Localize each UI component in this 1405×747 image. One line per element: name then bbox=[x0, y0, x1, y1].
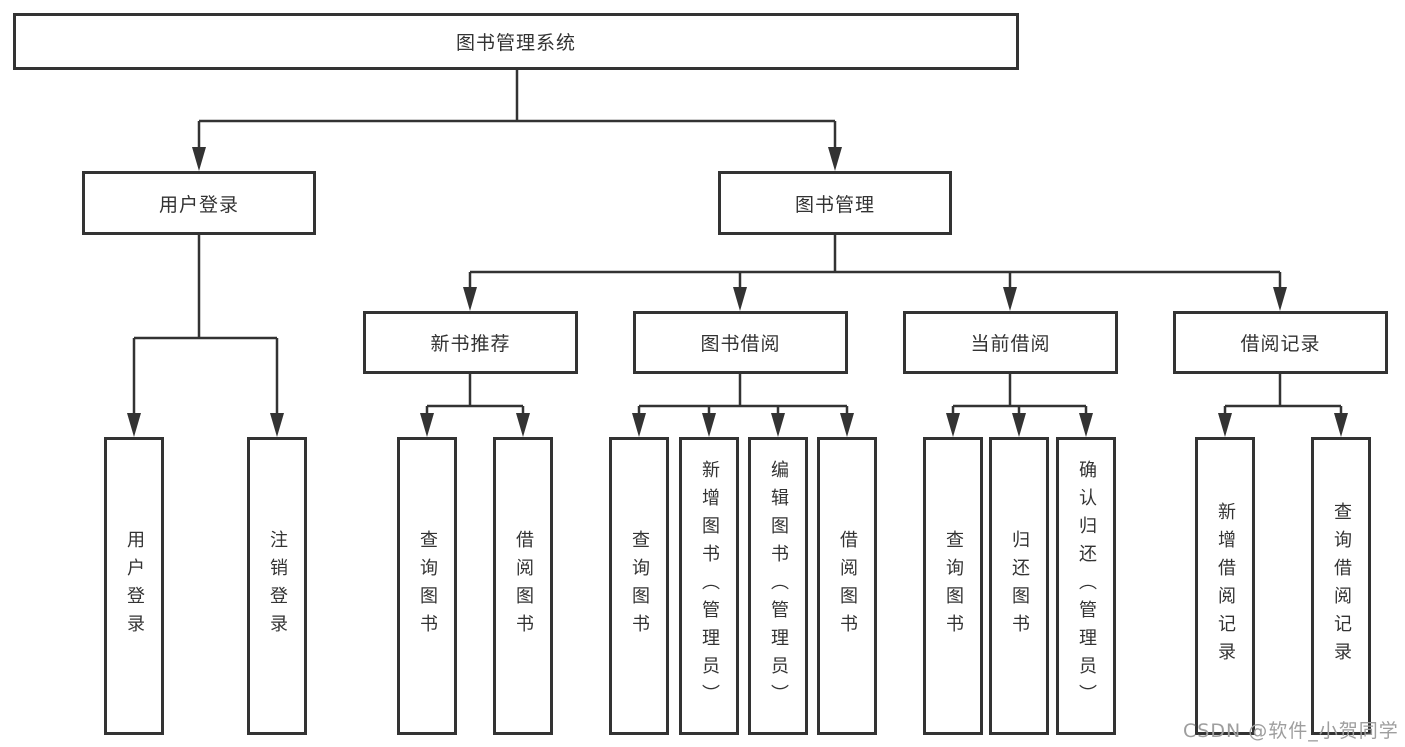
leaf-current-query-books-label: 查询图书 bbox=[943, 530, 964, 642]
leaf-borrow-query-books: 查询图书 bbox=[609, 437, 669, 735]
node-book-borrow: 图书借阅 bbox=[633, 311, 848, 374]
leaf-return-books: 归还图书 bbox=[989, 437, 1049, 735]
node-user-login: 用户登录 bbox=[82, 171, 316, 235]
leaf-return-books-label: 归还图书 bbox=[1009, 530, 1030, 642]
leaf-recommend-query-books: 查询图书 bbox=[397, 437, 457, 735]
leaf-query-borrow-record-label: 查询借阅记录 bbox=[1331, 502, 1352, 670]
node-book-management: 图书管理 bbox=[718, 171, 952, 235]
leaf-borrow-books: 借阅图书 bbox=[817, 437, 877, 735]
leaf-add-borrow-record-label: 新增借阅记录 bbox=[1215, 502, 1236, 670]
leaf-borrow-books-label: 借阅图书 bbox=[837, 530, 858, 642]
node-root-label: 图书管理系统 bbox=[455, 32, 576, 54]
node-book-borrow-label: 图书借阅 bbox=[700, 333, 781, 355]
node-borrow-records-label: 借阅记录 bbox=[1240, 333, 1321, 355]
node-borrow-records: 借阅记录 bbox=[1173, 311, 1388, 374]
leaf-edit-books-admin-label: 编辑图书（管理员） bbox=[768, 460, 789, 712]
leaf-add-books-admin: 新增图书（管理员） bbox=[679, 437, 739, 735]
node-book-management-label: 图书管理 bbox=[794, 193, 875, 216]
leaf-confirm-return-admin-label: 确认归还（管理员） bbox=[1076, 460, 1097, 712]
tree-edges bbox=[132, 68, 1343, 414]
node-current-borrow-label: 当前借阅 bbox=[970, 333, 1051, 355]
leaf-query-borrow-record: 查询借阅记录 bbox=[1311, 437, 1371, 735]
node-user-login-label: 用户登录 bbox=[158, 193, 239, 216]
leaf-recommend-borrow-books: 借阅图书 bbox=[493, 437, 553, 735]
leaf-user-login-label: 用户登录 bbox=[124, 530, 145, 642]
leaf-borrow-query-books-label: 查询图书 bbox=[629, 530, 650, 642]
leaf-user-login: 用户登录 bbox=[104, 437, 164, 735]
node-root: 图书管理系统 bbox=[13, 13, 1019, 70]
leaf-add-books-admin-label: 新增图书（管理员） bbox=[699, 460, 720, 712]
leaf-add-borrow-record: 新增借阅记录 bbox=[1195, 437, 1255, 735]
leaf-logout-label: 注销登录 bbox=[267, 530, 288, 642]
node-new-book-recommend: 新书推荐 bbox=[363, 311, 578, 374]
leaf-current-query-books: 查询图书 bbox=[923, 437, 983, 735]
leaf-confirm-return-admin: 确认归还（管理员） bbox=[1056, 437, 1116, 735]
leaf-logout: 注销登录 bbox=[247, 437, 307, 735]
leaf-recommend-query-books-label: 查询图书 bbox=[417, 530, 438, 642]
arrowheads bbox=[127, 147, 1348, 437]
leaf-recommend-borrow-books-label: 借阅图书 bbox=[513, 530, 534, 642]
node-current-borrow: 当前借阅 bbox=[903, 311, 1118, 374]
leaf-edit-books-admin: 编辑图书（管理员） bbox=[748, 437, 808, 735]
csdn-watermark: CSDN @软件_小贺同学 bbox=[1183, 720, 1399, 742]
node-new-book-recommend-label: 新书推荐 bbox=[430, 333, 511, 355]
